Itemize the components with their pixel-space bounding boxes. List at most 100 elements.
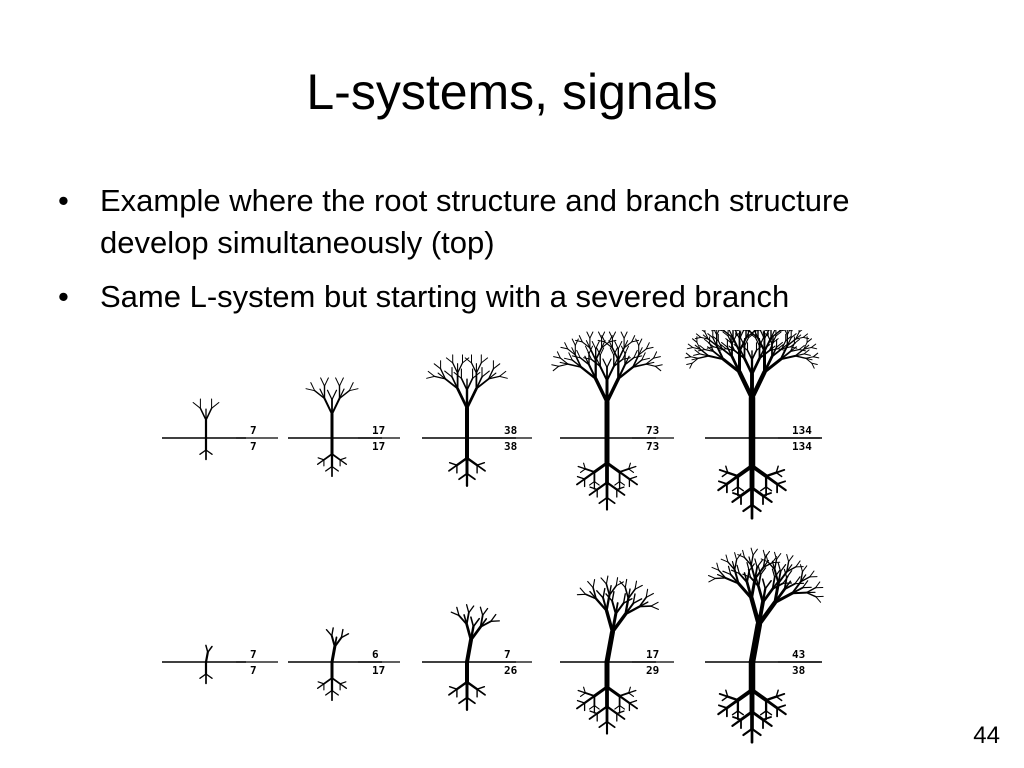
shoot-branch [694,336,702,340]
shoot-branch [789,348,800,352]
root-branch [615,712,626,720]
shoot-branch [694,344,701,350]
shoot-branch [604,629,615,665]
shoot-branch [694,349,701,355]
shoot-branch [479,606,484,616]
shoot-branch [456,362,464,374]
shoot-branch [634,584,643,590]
shoot-branch [727,565,732,576]
shoot-branch [736,564,740,575]
shoot-branch [641,352,646,361]
root-branch [718,480,728,485]
shoot-branch [623,340,629,349]
shoot-branch [790,346,798,349]
root-branch [322,453,333,461]
shoot-branch [621,345,626,354]
root-branch [583,462,586,470]
shoot-branch [614,341,619,350]
shoot-branch [320,377,325,387]
root-branch [725,465,729,474]
shoot-branch [588,345,593,354]
root-branch [750,503,762,513]
root-branch [725,474,740,486]
shoot-branch [779,354,797,361]
shoot-branch [774,569,781,578]
shoot-branch [748,556,752,566]
shoot-branch [691,357,699,364]
shoot-branch [812,352,819,358]
shoot-branch [771,582,784,590]
shoot-branch [645,361,655,365]
root-branch [605,705,618,715]
shoot-branch [319,388,326,400]
shoot-branch [645,592,654,598]
root-branch [775,689,779,698]
shoot-branch [725,338,732,344]
shoot-branch [805,356,814,359]
shoot-branch [752,548,758,556]
shoot-branch [453,371,462,379]
shoot-branch [450,611,460,617]
root-branch [775,692,786,698]
shoot-branch [790,342,797,348]
root-branch [584,467,596,473]
shoot-branch [623,341,633,349]
root-count-label: 17 [372,664,385,677]
shoot-branch [468,605,475,614]
shoot-branch [708,575,716,579]
shoot-branch [482,607,489,616]
shoot-branch [340,628,344,639]
shoot-branch [697,355,710,359]
shoot-branch [622,593,626,604]
shoot-count-label: 7 [250,424,257,437]
shoot-branch [653,356,661,359]
shoot-branch [768,342,774,352]
shoot-branch [579,587,587,595]
root-branch [455,456,469,467]
shoot-branch [591,341,597,350]
shoot-branch [480,357,489,364]
root-branch [596,481,609,491]
shoot-branch [737,554,745,558]
shoot-branch [465,604,470,614]
shoot-branch [608,584,612,596]
root-branch [717,482,729,492]
shoot-branch [574,338,579,346]
root-branch [775,471,783,478]
shoot-branch [608,331,613,339]
shoot-branch [771,576,776,590]
shoot-branch [803,344,810,350]
shoot-branch [611,600,617,615]
shoot-branch [756,559,763,568]
shoot-branch [571,347,576,356]
root-branch [576,475,586,480]
root-branch [589,486,598,491]
root-count-label: 38 [504,440,517,453]
shoot-branch [589,331,594,339]
shoot-branch [758,337,765,347]
bullet-item: •Example where the root structure and br… [58,180,938,264]
root-count-label: 73 [646,440,659,453]
shoot-branch [340,633,350,639]
shoot-branch [475,378,490,390]
shoot-branch [776,341,783,348]
shoot-branch [800,564,803,573]
root-branch [726,695,740,702]
shoot-branch [472,617,481,628]
shoot-branch [645,588,649,598]
shoot-branch [755,345,763,351]
shoot-branch [624,586,630,600]
shoot-branch [571,355,581,359]
shoot-branch [444,370,453,378]
root-branch [726,471,740,478]
shoot-branch [499,375,508,379]
shoot-branch [609,347,615,356]
root-branch [618,467,630,473]
shoot-branch [560,346,569,350]
root-branch [764,474,779,486]
root-branch [750,727,762,737]
shoot-branch [433,375,447,380]
shoot-branch [568,352,573,361]
